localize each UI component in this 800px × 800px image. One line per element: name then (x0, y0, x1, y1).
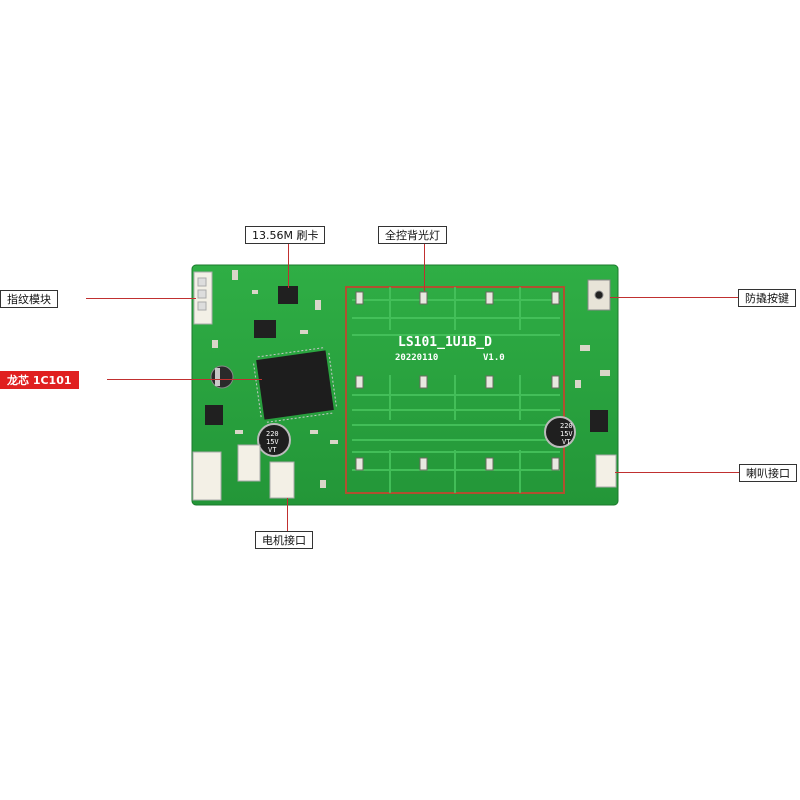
motor-connector-a (192, 451, 222, 501)
svg-text:15V: 15V (266, 438, 279, 446)
speaker-connector (595, 454, 617, 488)
line-fingerprint (86, 298, 196, 299)
callout-tamper: 防撬按键 (738, 289, 796, 307)
capacitor-right (544, 416, 576, 448)
silkscreen-title: LS101_1U1B_D (398, 335, 492, 350)
callout-chip: 龙芯 1C101 (0, 371, 79, 389)
callout-backlight: 全控背光灯 (378, 226, 447, 244)
led-grid (355, 291, 560, 471)
silkscreen-version: V1.0 (483, 353, 505, 363)
svg-text:220: 220 (266, 430, 279, 438)
callout-card-reader: 13.56M 刷卡 (245, 226, 326, 244)
line-card-reader (288, 243, 289, 288)
line-speaker (615, 472, 739, 473)
motor-connector-c (269, 461, 295, 499)
motor-connector-b (237, 444, 261, 482)
callout-motor: 电机接口 (255, 531, 313, 549)
silkscreen-date: 20220110 (395, 353, 438, 363)
fingerprint-connector (193, 271, 213, 325)
line-motor (287, 498, 288, 531)
capacitor-left (257, 423, 291, 457)
mcu-chip (253, 347, 337, 423)
tamper-switch (587, 279, 611, 311)
svg-text:VT: VT (562, 438, 571, 446)
svg-text:VT: VT (268, 446, 277, 454)
svg-text:220: 220 (560, 422, 573, 430)
callout-fingerprint: 指纹模块 (0, 290, 58, 308)
line-chip (107, 379, 262, 380)
line-backlight (424, 243, 425, 291)
svg-text:15V: 15V (560, 430, 573, 438)
line-tamper (610, 297, 738, 298)
callout-speaker: 喇叭接口 (739, 464, 797, 482)
